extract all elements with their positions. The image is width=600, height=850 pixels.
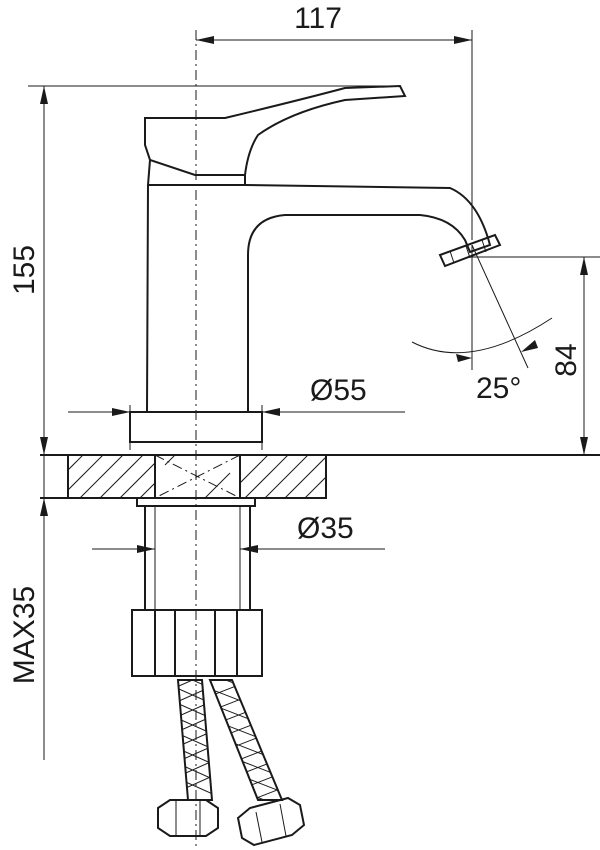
- dimension-width: 117: [196, 2, 473, 240]
- faucet-body: [129, 84, 502, 443]
- dimension-height-label: 155: [8, 245, 41, 295]
- aerator: [438, 233, 502, 268]
- column-and-spout: [145, 184, 492, 413]
- dimension-shank-diameter-label: Ø35: [297, 512, 354, 545]
- supply-hose-right: [208, 679, 306, 847]
- supply-hose-left: [157, 679, 219, 837]
- dimension-height: 155: [8, 85, 400, 455]
- countertop-section: [40, 454, 600, 499]
- dimension-shank-diameter: Ø35: [92, 512, 385, 560]
- dimension-spout-height: 84: [470, 256, 600, 455]
- dimension-base-diameter-label: Ø55: [310, 374, 367, 407]
- dimension-spout-angle-label: 25°: [476, 372, 521, 405]
- dimension-base-diameter: Ø55: [68, 374, 405, 450]
- dimension-max-thickness-label: MAX35: [8, 586, 41, 684]
- dimension-spout-angle: 25°: [411, 244, 553, 405]
- mounting-nut: [131, 609, 263, 677]
- dimension-width-label: 117: [294, 2, 342, 35]
- lever-handle: [144, 84, 407, 176]
- dimension-max-thickness: MAX35: [8, 455, 48, 760]
- dimension-spout-height-label: 84: [550, 343, 583, 376]
